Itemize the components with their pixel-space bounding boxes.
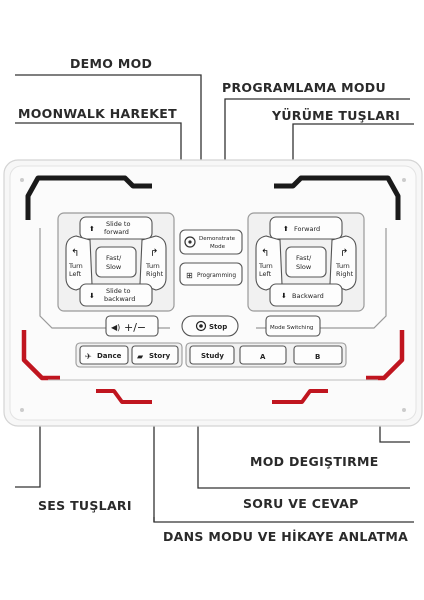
- backward-button[interactable]: ⬇ Backward: [269, 283, 343, 307]
- backward-arrow-icon: ⬇: [281, 292, 287, 300]
- right-fast-slow-button[interactable]: Fast/ Slow: [285, 246, 327, 278]
- mode-switching-label: Mode Switching: [270, 325, 313, 331]
- turn-right-arrow-icon: ↱: [340, 248, 348, 259]
- callout-programlama-modu: PROGRAMLAMA MODU: [222, 80, 386, 95]
- callout-moonwalk-hareket: MOONWALK HAREKET: [18, 106, 177, 121]
- dance-icon: ✈: [85, 352, 92, 361]
- speaker-icon: ◀): [111, 323, 120, 332]
- right-turn-left-label-1: Turn: [258, 262, 273, 270]
- turn-left-label-1: Turn: [68, 262, 83, 270]
- slide-backward-label-2: backward: [104, 295, 135, 303]
- gear-icon: [184, 236, 196, 248]
- a-label: A: [260, 353, 266, 361]
- callout-soru-ve-cevap: SORU VE CEVAP: [243, 496, 359, 511]
- turn-left-arrow-icon: ↰: [261, 248, 269, 259]
- mode-switching-button[interactable]: Mode Switching: [265, 315, 321, 337]
- right-fast-slow-label-1: Fast/: [296, 254, 312, 262]
- demo-label-2: Mode: [210, 244, 226, 250]
- leader-dans-bottom: [153, 517, 414, 523]
- study-button[interactable]: Study: [189, 345, 235, 365]
- forward-button[interactable]: ⬆ Forward: [269, 216, 343, 240]
- turn-left-arrow-icon: ↰: [71, 248, 79, 259]
- callout-mod-degistirme: MOD DEGIŞTIRME: [250, 454, 379, 469]
- programming-label: Programming: [197, 273, 236, 279]
- b-label: B: [315, 353, 320, 361]
- callout-ses-tuslari: SES TUŞLARI: [38, 498, 132, 513]
- stop-label: Stop: [209, 323, 227, 331]
- slide-backward-button[interactable]: ⬇ Slide to backward: [79, 283, 153, 307]
- turn-right-label-2: Right: [146, 270, 164, 278]
- windows-icon: ⊞: [186, 271, 193, 280]
- a-button[interactable]: A: [239, 345, 287, 365]
- fast-slow-label-2: Slow: [106, 263, 122, 271]
- dance-button[interactable]: ✈ Dance: [79, 345, 129, 365]
- callout-dans-modu: DANS MODU VE HİKAYE ANLATMA: [163, 529, 409, 544]
- book-icon: ▰: [137, 352, 144, 361]
- dance-label: Dance: [97, 352, 122, 360]
- story-button[interactable]: ▰ Story: [131, 345, 179, 365]
- fast-slow-label-1: Fast/: [106, 254, 122, 262]
- programming-button[interactable]: ⊞ Programming: [179, 262, 243, 286]
- slide-forward-label-2: forward: [104, 228, 129, 236]
- forward-label: Forward: [294, 225, 320, 233]
- right-turn-right-label-1: Turn: [335, 262, 350, 270]
- left-turn-right-button[interactable]: ↱ Turn Right: [139, 235, 167, 291]
- right-fast-slow-label-2: Slow: [296, 263, 312, 271]
- bottom-right-group: Study A B: [185, 342, 347, 368]
- turn-right-arrow-icon: ↱: [150, 248, 158, 259]
- right-turn-left-button[interactable]: ↰ Turn Left: [255, 235, 283, 291]
- right-dpad: ⬆ Forward ↰ Turn Left Fast/ Slow ↱ Turn …: [247, 212, 365, 312]
- arrow-up-icon: ⬆: [89, 225, 95, 233]
- backward-label: Backward: [292, 292, 324, 300]
- arrow-down-icon: ⬇: [89, 292, 95, 300]
- right-turn-left-label-2: Left: [259, 270, 272, 278]
- right-turn-right-button[interactable]: ↱ Turn Right: [329, 235, 357, 291]
- slide-forward-button[interactable]: ⬆ Slide to forward: [79, 216, 153, 240]
- b-button[interactable]: B: [293, 345, 343, 365]
- slide-backward-label-1: Slide to: [106, 287, 130, 295]
- callout-yurume-tuslari: YÜRÜME TUŞLARI: [272, 108, 401, 123]
- stop-icon: [195, 320, 207, 332]
- slide-forward-label-1: Slide to: [106, 220, 130, 228]
- demonstrate-mode-button[interactable]: Demonstrate Mode: [179, 229, 243, 255]
- left-fast-slow-button[interactable]: Fast/ Slow: [95, 246, 137, 278]
- study-label: Study: [201, 352, 224, 360]
- left-dpad: ⬆ Slide to forward ↰ Turn Left Fast/ Slo…: [57, 212, 175, 312]
- left-turn-left-button[interactable]: ↰ Turn Left: [65, 235, 93, 291]
- demo-label-1: Demonstrate: [199, 236, 236, 242]
- stop-button[interactable]: Stop: [181, 315, 239, 337]
- forward-arrow-icon: ⬆: [283, 225, 289, 233]
- turn-right-label-1: Turn: [145, 262, 160, 270]
- right-turn-right-label-2: Right: [336, 270, 354, 278]
- center-controls: Demonstrate Mode ⊞ Programming: [179, 229, 243, 286]
- volume-label: +/−: [124, 321, 146, 334]
- bottom-left-group: ✈ Dance ▰ Story: [75, 342, 183, 368]
- callout-demo-mod: DEMO MOD: [70, 56, 153, 71]
- story-label: Story: [149, 352, 171, 360]
- volume-button[interactable]: ◀) +/−: [105, 315, 159, 337]
- turn-left-label-2: Left: [69, 270, 82, 278]
